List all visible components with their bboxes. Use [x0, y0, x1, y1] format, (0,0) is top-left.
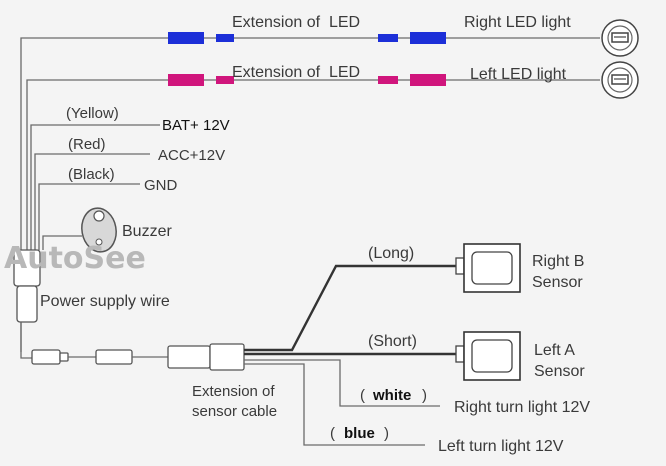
extension-sensor-cable-label-line2: sensor cable	[192, 403, 277, 420]
short-wire-label: (Short)	[368, 333, 417, 350]
power-supply-wire-label: Power supply wire	[40, 293, 170, 310]
left-led-connectors	[168, 74, 446, 86]
left-a-sensor-label-line2: Sensor	[534, 363, 585, 380]
sensor-icon	[455, 243, 521, 293]
sensor-icon	[455, 331, 521, 381]
right-led-light-label: Right LED light	[464, 14, 571, 31]
right-b-sensor-label-line2: Sensor	[532, 274, 583, 291]
watermark-logo: AutoSee	[4, 241, 146, 276]
blue-paren-open: (	[330, 425, 335, 442]
left-a-sensor-label-line1: Left A	[534, 342, 575, 359]
right-turn-light-label: Right turn light 12V	[454, 399, 590, 416]
turn-signal-wires	[244, 359, 440, 446]
power-supply-connector	[13, 249, 41, 352]
acc-label: ACC+12V	[158, 147, 225, 164]
gnd-label: GND	[144, 177, 178, 194]
led-lamp-icon	[601, 19, 639, 57]
red-wire-label: (Red)	[68, 136, 106, 153]
white-wire-label: white	[372, 387, 411, 404]
blue-wire-label: blue	[344, 425, 375, 442]
bat-label: BAT+ 12V	[162, 117, 230, 134]
yellow-wire-label: (Yellow)	[66, 105, 119, 122]
right-b-sensor-label-line1: Right B	[532, 253, 584, 270]
extension-led-left-label: Extension of LED	[232, 64, 360, 81]
white-paren-close: )	[422, 387, 427, 404]
sensor-cable-assembly	[31, 343, 245, 371]
left-led-light-label: Left LED light	[470, 66, 567, 83]
power-harness-wires	[20, 37, 168, 359]
extension-sensor-cable-label-line1: Extension of	[192, 383, 275, 400]
buzzer-label: Buzzer	[122, 223, 172, 240]
sensor-wires	[244, 264, 460, 356]
extension-led-right-label: Extension of LED	[232, 14, 360, 31]
black-wire-label: (Black)	[68, 166, 115, 183]
white-paren-open: (	[360, 387, 365, 404]
led-lamp-icon	[601, 61, 639, 99]
buzzer-icon	[81, 207, 117, 253]
right-led-connectors	[168, 32, 446, 44]
left-turn-light-label: Left turn light 12V	[438, 438, 564, 455]
blue-paren-close: )	[384, 425, 389, 442]
long-wire-label: (Long)	[368, 245, 414, 262]
